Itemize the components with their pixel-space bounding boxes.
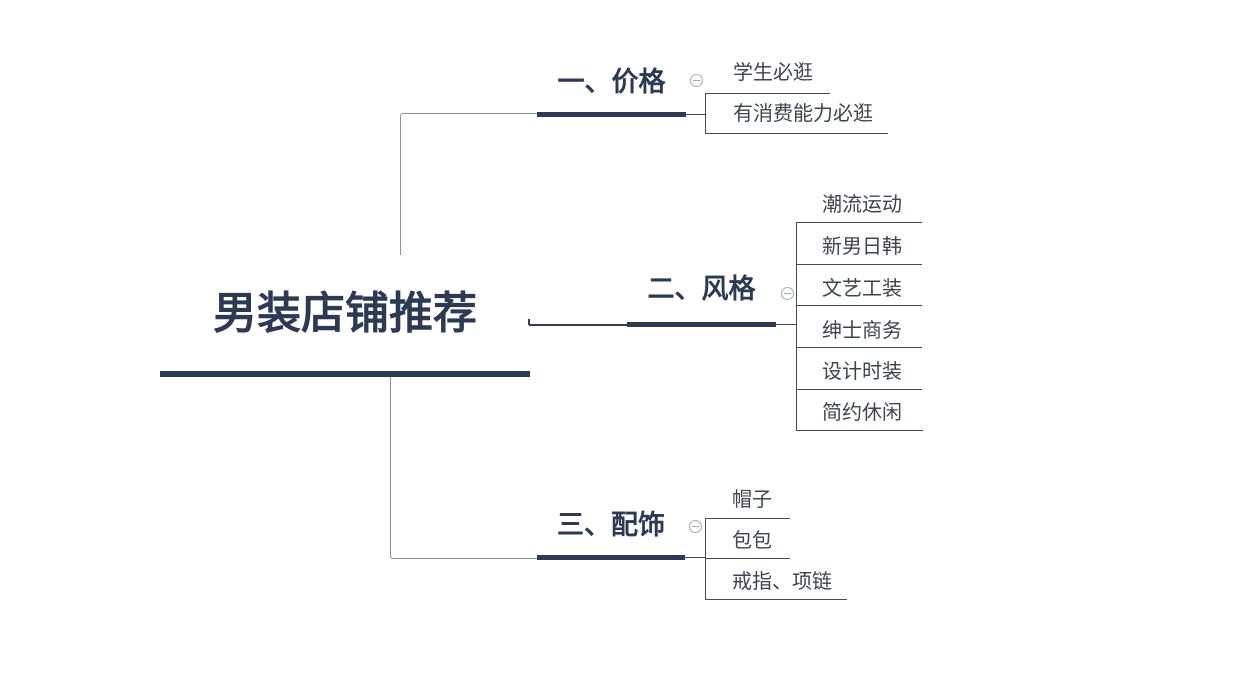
minus-icon xyxy=(784,292,791,295)
connector-root-to-branch-3 xyxy=(390,377,538,559)
branch-1-connector-line xyxy=(686,114,705,116)
branch-2-collapse-toggle[interactable] xyxy=(781,287,794,300)
root-topic-underline xyxy=(160,371,530,377)
branch-2-child-underline xyxy=(796,222,922,224)
branch-2-child-label[interactable]: 新男日韩 xyxy=(822,236,902,258)
branch-1-underline xyxy=(537,112,686,117)
branch-1-bracket-line xyxy=(705,93,707,134)
branch-1-child-label[interactable]: 学生必逛 xyxy=(733,62,813,84)
branch-3-title[interactable]: 三、配饰 xyxy=(557,510,665,540)
branch-3-child-label[interactable]: 包包 xyxy=(732,530,772,552)
branch-3-child-label[interactable]: 帽子 xyxy=(732,489,772,511)
branch-1-child-label[interactable]: 有消费能力必逛 xyxy=(733,103,873,125)
connector-root-to-branch-1 xyxy=(400,113,538,255)
branch-2-connector-line xyxy=(776,324,796,326)
branch-1-title[interactable]: 一、价格 xyxy=(557,67,666,97)
branch-2-child-label[interactable]: 设计时装 xyxy=(822,361,902,383)
connector-root-to-branch-2 xyxy=(529,324,627,326)
branch-2-child-underline xyxy=(796,347,922,349)
branch-2-child-label[interactable]: 绅士商务 xyxy=(822,320,902,342)
branch-2-child-underline xyxy=(796,389,922,391)
branch-3-collapse-toggle[interactable] xyxy=(689,520,702,533)
branch-2-bracket-line xyxy=(796,222,798,431)
branch-2-child-underline xyxy=(796,305,922,307)
branch-2-child-underline xyxy=(796,430,923,432)
branch-2-underline xyxy=(627,322,776,327)
connector-root-to-branch-2-cap xyxy=(528,319,530,325)
branch-3-child-underline xyxy=(705,599,847,601)
branch-3-connector-line xyxy=(684,557,705,559)
branch-1-child-underline xyxy=(705,93,830,95)
branch-2-child-label[interactable]: 文艺工装 xyxy=(822,278,902,300)
branch-3-underline xyxy=(537,555,685,560)
minus-icon xyxy=(692,525,699,528)
root-topic-label[interactable]: 男装店铺推荐 xyxy=(213,289,477,338)
branch-2-child-label[interactable]: 简约休闲 xyxy=(822,402,902,424)
branch-3-child-underline xyxy=(705,558,790,560)
branch-2-child-underline xyxy=(796,264,922,266)
branch-2-child-label[interactable]: 潮流运动 xyxy=(822,194,902,216)
branch-1-child-underline xyxy=(705,133,888,135)
branch-1-collapse-toggle[interactable] xyxy=(690,74,703,87)
minus-icon xyxy=(693,79,700,82)
branch-2-title[interactable]: 二、风格 xyxy=(647,274,756,304)
branch-3-child-underline xyxy=(705,518,790,520)
branch-3-child-label[interactable]: 戒指、项链 xyxy=(732,571,832,593)
